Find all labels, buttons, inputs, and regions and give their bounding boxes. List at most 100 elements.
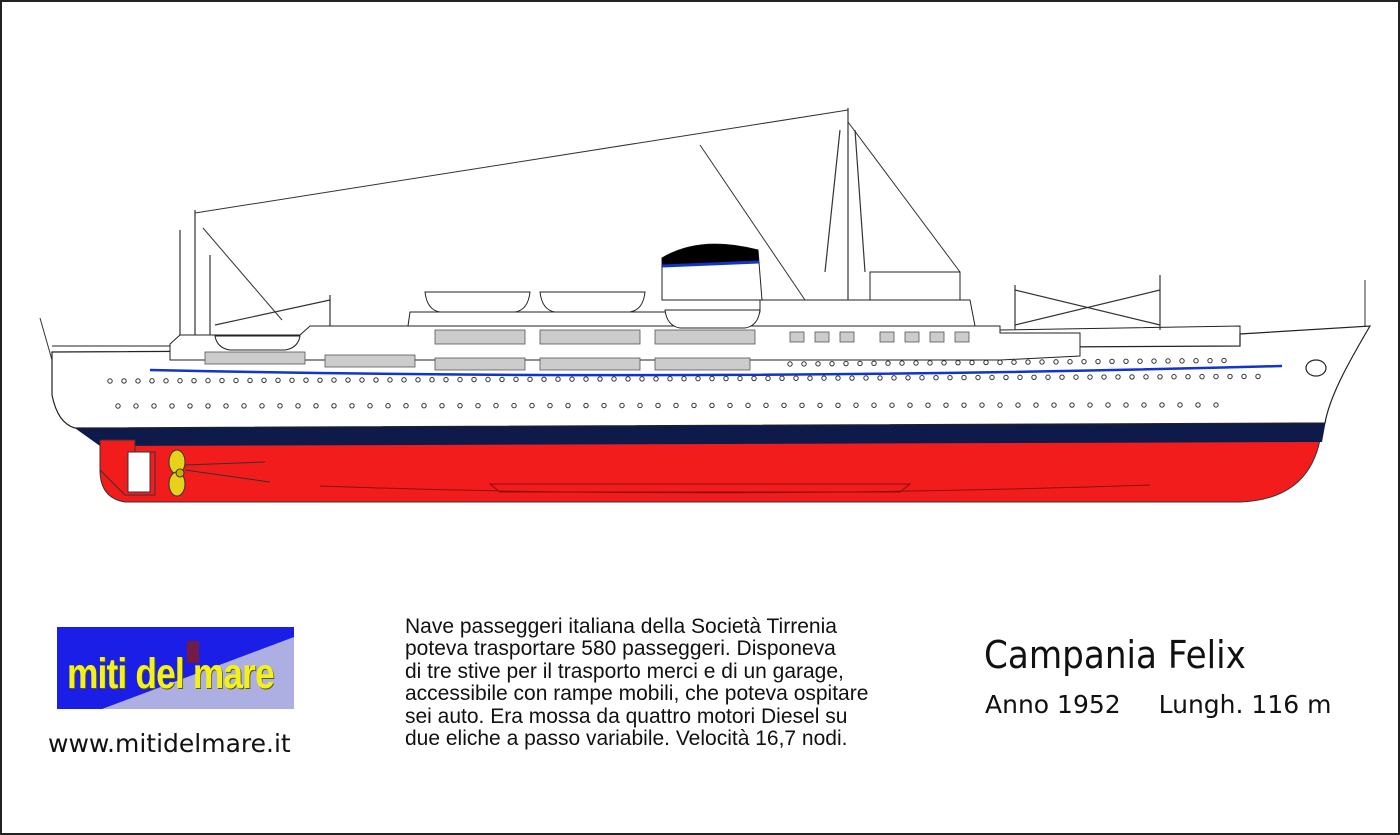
porthole [169,403,175,409]
bow-emblem [1305,359,1327,377]
porthole [1255,373,1261,380]
porthole [135,378,141,384]
porthole [857,360,863,367]
logo-text: miti del mare [67,650,275,698]
porthole [779,375,785,382]
porthole [205,403,211,409]
porthole [979,402,985,408]
porthole [975,374,981,381]
porthole [317,377,323,383]
porthole [1159,402,1165,408]
porthole [1031,374,1037,381]
porthole [793,375,799,381]
porthole [241,403,247,409]
porthole [653,376,659,382]
porthole [1003,374,1009,381]
porthole [1011,359,1017,365]
porthole [303,377,309,383]
porthole [1123,402,1129,408]
porthole [1171,374,1177,380]
porthole [443,376,449,383]
ship-name: Campania Felix [984,633,1246,677]
porthole [107,378,113,384]
porthole [471,376,477,383]
porthole [493,402,499,409]
porthole [947,374,953,381]
description-line: accessibile con rampe mobili, che poteva… [405,682,869,706]
stern-notch [127,451,151,493]
porthole [695,375,701,382]
porthole [367,403,373,409]
porthole [961,374,967,381]
ship-year: Anno 1952 [985,690,1121,719]
porthole [905,375,911,381]
porthole [681,376,687,382]
porthole [801,361,807,367]
porthole [439,402,445,409]
porthole [1199,373,1205,380]
porthole [821,375,827,381]
porthole [457,376,463,383]
masts [179,108,1161,335]
ship-description: Nave passeggeri italiana della Società T… [405,615,965,750]
porthole [1105,402,1111,408]
porthole [1123,358,1129,365]
porthole [877,375,883,381]
porthole [983,359,989,366]
porthole [817,402,823,408]
website-link[interactable]: www.mitidelmare.it [48,729,291,758]
porthole [723,375,729,382]
porthole [121,378,127,384]
porthole [475,402,481,409]
description-line: di tre stive per il trasporto merci e di… [405,659,844,683]
porthole [1109,358,1115,365]
porthole [513,376,519,383]
porthole [829,360,835,367]
porthole [611,376,617,382]
porthole [943,402,949,408]
porthole [511,402,517,409]
porthole [583,376,589,382]
porthole [529,402,535,409]
porthole [1213,373,1219,380]
porthole [885,360,891,366]
porthole [601,402,607,409]
porthole [331,377,337,383]
porthole [1241,373,1247,380]
porthole [933,374,939,381]
porthole [177,378,183,384]
porthole [1129,374,1135,380]
porthole [955,359,961,366]
porthole [289,377,295,383]
porthole [115,403,121,409]
porthole [527,376,533,383]
porthole [415,377,421,383]
porthole [277,403,283,409]
porthole [1087,374,1093,380]
porthole [919,375,925,381]
porthole [1051,402,1057,408]
propeller [168,449,186,497]
porthole [151,403,157,409]
porthole [345,377,351,383]
porthole [1227,373,1233,380]
porthole [295,403,301,409]
porthole [815,361,821,367]
logo[interactable]: miti del mare [57,627,294,709]
porthole [913,360,919,366]
porthole [233,377,239,384]
hull-stripe [149,364,1283,377]
porthole [727,402,733,409]
porthole [1137,358,1143,364]
porthole [843,360,849,367]
porthole [485,376,491,383]
porthole [1017,374,1023,381]
porthole [1045,374,1051,380]
porthole [941,360,947,366]
porthole [673,402,679,409]
porthole [745,402,751,409]
porthole [149,378,155,384]
porthole [457,402,463,409]
porthole [619,402,625,409]
porthole [1069,402,1075,408]
